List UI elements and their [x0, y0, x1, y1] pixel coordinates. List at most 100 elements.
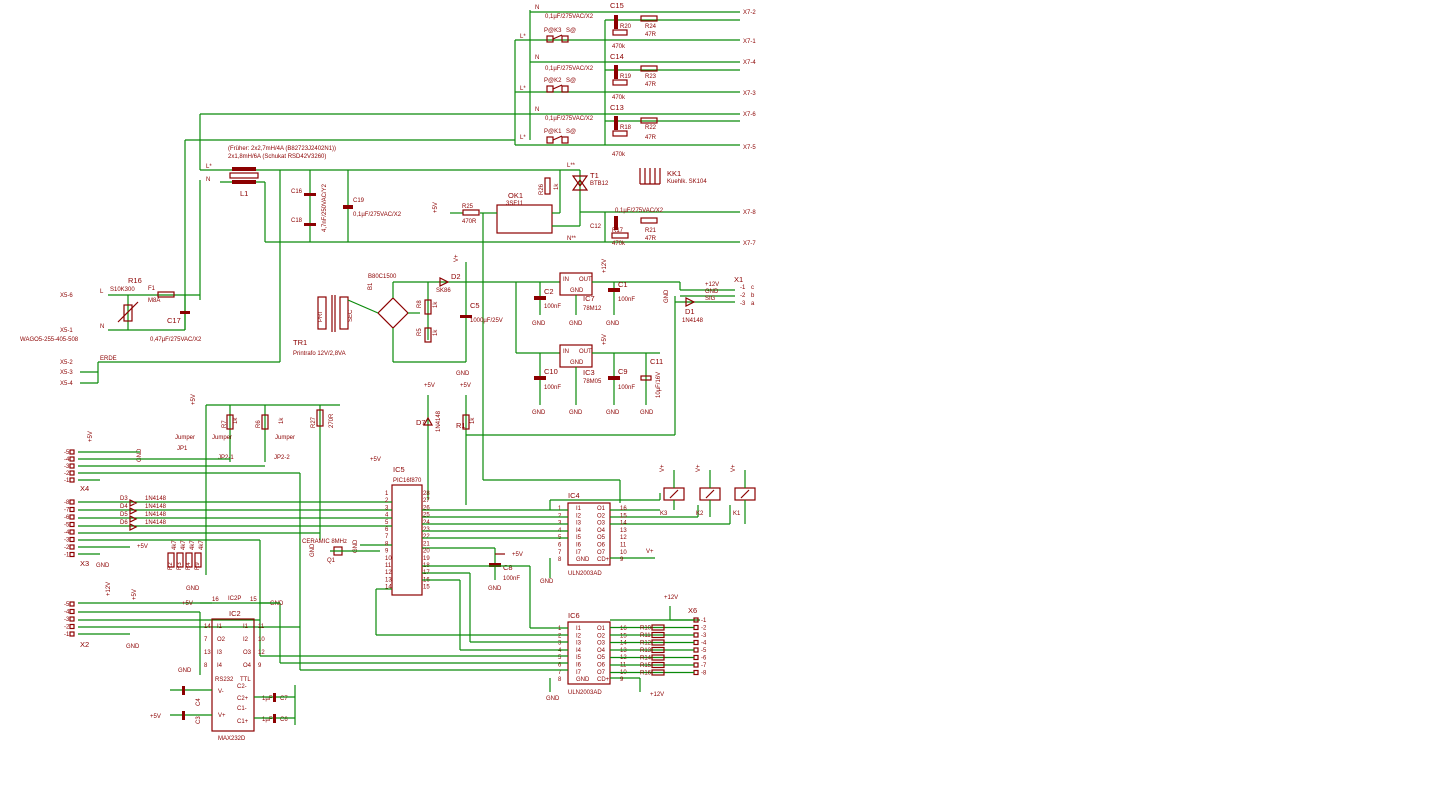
connector-pin — [69, 499, 75, 505]
r21-label: R21 — [645, 228, 657, 234]
ic-pin-number: 23 — [423, 527, 430, 533]
ic-pin-number: 9 — [385, 549, 389, 555]
ic-pin-number: 13 — [620, 648, 627, 654]
resistor-label: R15 — [640, 663, 652, 669]
switch-b: S@ — [566, 28, 576, 34]
c1-label: C1 — [618, 280, 628, 289]
gnd-label: GND — [186, 586, 200, 592]
r3-label: R3 — [177, 562, 183, 570]
res-a-value: 470k — [612, 44, 626, 50]
c6-label: C6 — [280, 717, 288, 723]
connector-pin-label: -5 — [64, 602, 70, 608]
x1-sig: SIG — [705, 296, 716, 302]
c1-value: 100nF — [618, 297, 635, 303]
triac-section: OK1 3SF11 R26 1k R25 470R +5V T1 BTB12 L… — [433, 163, 756, 480]
gnd-label: GND — [569, 410, 583, 416]
plus5v-label: +5V — [370, 457, 381, 463]
ic-pin-name: O3 — [597, 521, 606, 527]
connector-pin — [69, 514, 75, 520]
r26-value: 1k — [554, 183, 560, 190]
gnd-label: GND — [178, 668, 192, 674]
ic-pin-number: 15 — [620, 633, 627, 639]
ic-pin-number: 6 — [558, 663, 562, 669]
x1-pin-a: a — [751, 301, 755, 307]
ic-pin-number: 25 — [423, 513, 430, 519]
connector-pin-label: -2 — [64, 471, 70, 477]
r27-value: 270R — [329, 413, 335, 428]
ic-pin-number: 7 — [558, 550, 562, 556]
bus-wires — [259, 473, 621, 671]
ic-gnd-label: GND — [570, 360, 584, 366]
plus5v-label: +5V — [191, 394, 197, 405]
plus12v-label: +12V — [106, 582, 112, 596]
ic3-value: 78M05 — [583, 379, 602, 385]
connector-label: X7-2 — [743, 10, 756, 16]
r6-label: R6 — [256, 420, 262, 428]
tr1-value: Printrafo 12V/2,8VA — [293, 351, 346, 357]
b1-label: B1 — [368, 282, 374, 290]
ic-pin-number: 4 — [558, 648, 562, 654]
resistor — [651, 624, 665, 631]
connector-pin-label: -2 — [701, 626, 707, 632]
net-n-label: N — [535, 107, 539, 113]
c8-value: 100nF — [503, 576, 520, 582]
connector-pin-label: -3 — [64, 538, 70, 544]
d2-label: D2 — [451, 272, 461, 281]
connector-pin — [693, 632, 699, 638]
res-b-name: R22 — [645, 125, 657, 131]
connector-pin-label: -4 — [64, 457, 70, 463]
plus5v-label: +5V — [460, 383, 471, 389]
ic-pin-number: 7 — [204, 637, 208, 643]
x3-pins: -5-4-3-2-1 — [64, 449, 75, 484]
connector-pin — [693, 647, 699, 653]
ic-pin-number: 2 — [558, 633, 562, 639]
ic-pin-number: 28 — [423, 491, 430, 497]
ic-pin-number: 5 — [558, 655, 562, 661]
switch-a: P@K3 — [544, 28, 562, 34]
net-n-label: N — [535, 55, 539, 61]
connector-pin — [69, 608, 75, 615]
ic-pin-name: O3 — [597, 641, 606, 647]
r25-label: R25 — [462, 204, 474, 210]
ic-pin-name: O5 — [597, 535, 606, 541]
connector-pin-label: -1 — [64, 478, 70, 484]
r16-value: S10K300 — [110, 287, 135, 293]
ic-pin-name: CD+ — [597, 557, 610, 563]
x6-label: X6 — [688, 606, 697, 615]
connector-pin — [69, 449, 75, 455]
ic-pin-name: O4 — [243, 663, 252, 669]
ic-pin-name: I7 — [576, 670, 582, 676]
resistor-label: R13 — [640, 648, 652, 654]
b1-value: B80C1500 — [368, 274, 397, 280]
ic-pin-number: 14 — [385, 585, 392, 591]
connector-wires — [78, 451, 392, 635]
connector-pin-label: -1 — [64, 632, 70, 638]
c16-label: C16 — [291, 189, 303, 195]
c19-value: 0,1µF/275VAC/X2 — [353, 212, 402, 218]
connector-pin — [693, 624, 699, 631]
switch-a: P@K1 — [544, 129, 562, 135]
ic-pin-name: O2 — [597, 633, 606, 639]
ic-pin-number: 21 — [423, 541, 430, 547]
r6-value: 1k — [279, 417, 285, 424]
k2-label: K2 — [696, 511, 704, 517]
diode-value: 1N4148 — [145, 520, 167, 526]
res-a-name: R18 — [620, 125, 632, 131]
ic-in-label: IN — [563, 277, 569, 283]
diode-value: 1N4148 — [145, 512, 167, 518]
gnd-label: GND — [96, 563, 110, 569]
ic-pin-number: 24 — [423, 520, 430, 526]
ic-pin-number: 12 — [620, 655, 627, 661]
cap-value: 0,1µF/275VAC/X2 — [545, 66, 594, 72]
x1-gnd: GND — [705, 289, 719, 295]
res-b-name: R24 — [645, 24, 657, 30]
l1-label: L1 — [240, 189, 248, 198]
connector-pin-label: -4 — [701, 641, 707, 647]
kk1-value: Kuehlk. SK104 — [667, 179, 707, 185]
power-supply: TR1 Printrafo 12V/2,8VA PRI SEC B80C1500… — [293, 254, 755, 436]
x2-pins: -5-4-3-2-1 — [64, 601, 75, 638]
ic-pin-name: GND — [576, 677, 590, 683]
gnd-label: GND — [664, 289, 670, 303]
